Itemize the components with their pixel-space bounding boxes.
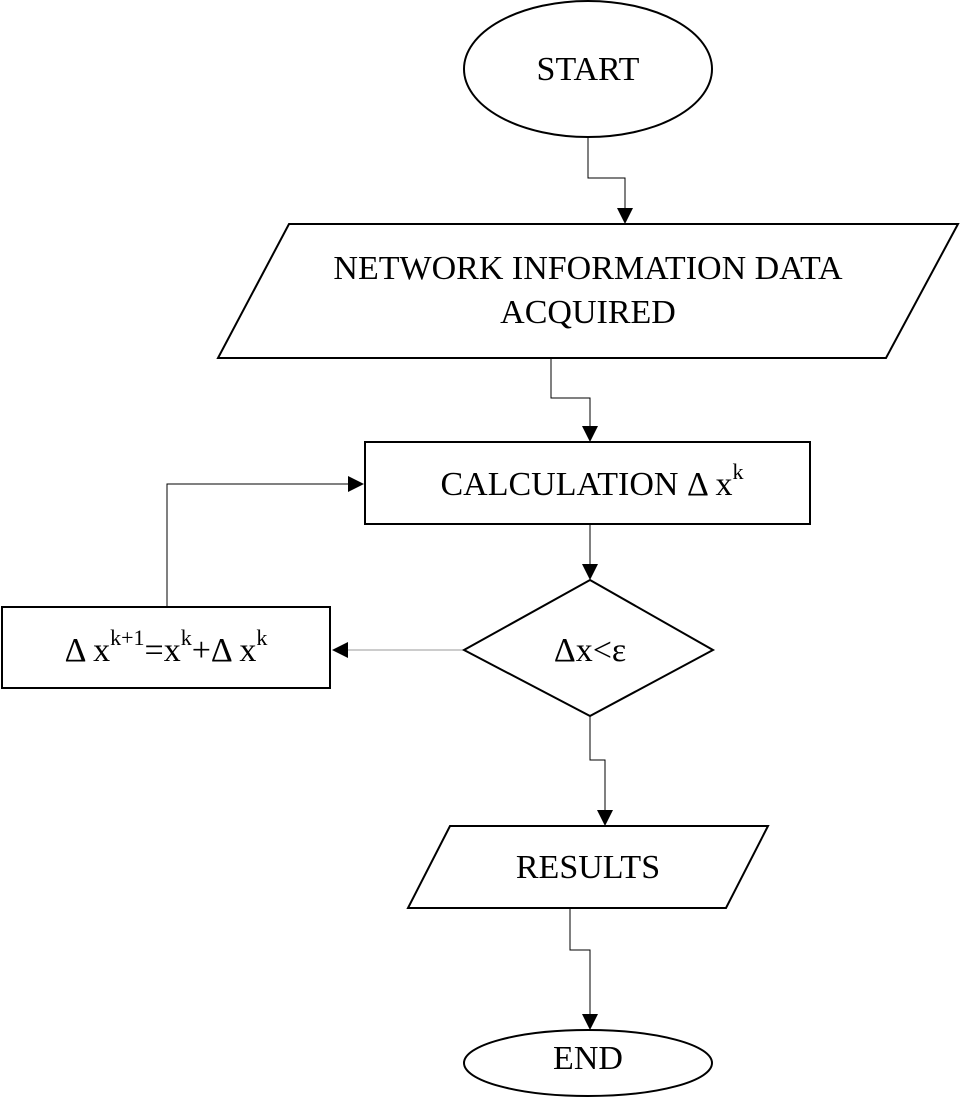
calculation-superscript: k bbox=[732, 459, 743, 484]
arrowhead-input bbox=[617, 208, 633, 224]
connector-results-to-end bbox=[569, 908, 591, 1016]
connector-start-to-input bbox=[587, 138, 626, 210]
input-data-label-line1: NETWORK INFORMATION DATA bbox=[333, 250, 843, 287]
update-part1: Δ x bbox=[65, 632, 111, 669]
arrowhead-decision bbox=[582, 564, 598, 580]
connector-update-loop-back bbox=[166, 483, 350, 606]
arrowhead-end bbox=[582, 1014, 598, 1030]
connector-input-to-calculation bbox=[550, 358, 591, 428]
arrowhead-calculation bbox=[582, 426, 598, 442]
update-part2: =x bbox=[145, 632, 181, 669]
calculation-label: CALCULATION Δ xk bbox=[441, 459, 744, 503]
arrowhead-loop-back bbox=[348, 476, 364, 492]
update-process-box bbox=[1, 606, 331, 689]
update-part3: +Δ x bbox=[192, 632, 257, 669]
end-terminator bbox=[463, 1029, 713, 1097]
update-superscript2: k bbox=[181, 625, 192, 650]
convergence-decision-diamond bbox=[461, 578, 716, 718]
connector-decision-to-results bbox=[589, 716, 606, 812]
update-label: Δ xk+1=xk+Δ xk bbox=[65, 625, 268, 669]
arrowhead-update bbox=[332, 642, 348, 658]
calculation-text: CALCULATION Δ x bbox=[441, 466, 733, 503]
results-parallelogram bbox=[406, 825, 770, 909]
start-terminator bbox=[463, 0, 713, 138]
calculation-process-box bbox=[364, 441, 811, 525]
end-label: END bbox=[553, 1040, 623, 1077]
decision-label: Δx<ε bbox=[554, 632, 626, 669]
arrowhead-results bbox=[597, 810, 613, 826]
update-superscript3: k bbox=[256, 625, 267, 650]
input-data-parallelogram bbox=[216, 223, 960, 359]
results-label: RESULTS bbox=[516, 849, 660, 886]
update-superscript1: k+1 bbox=[110, 625, 144, 650]
start-label: START bbox=[537, 51, 640, 88]
input-data-label-line2: ACQUIRED bbox=[500, 294, 676, 331]
